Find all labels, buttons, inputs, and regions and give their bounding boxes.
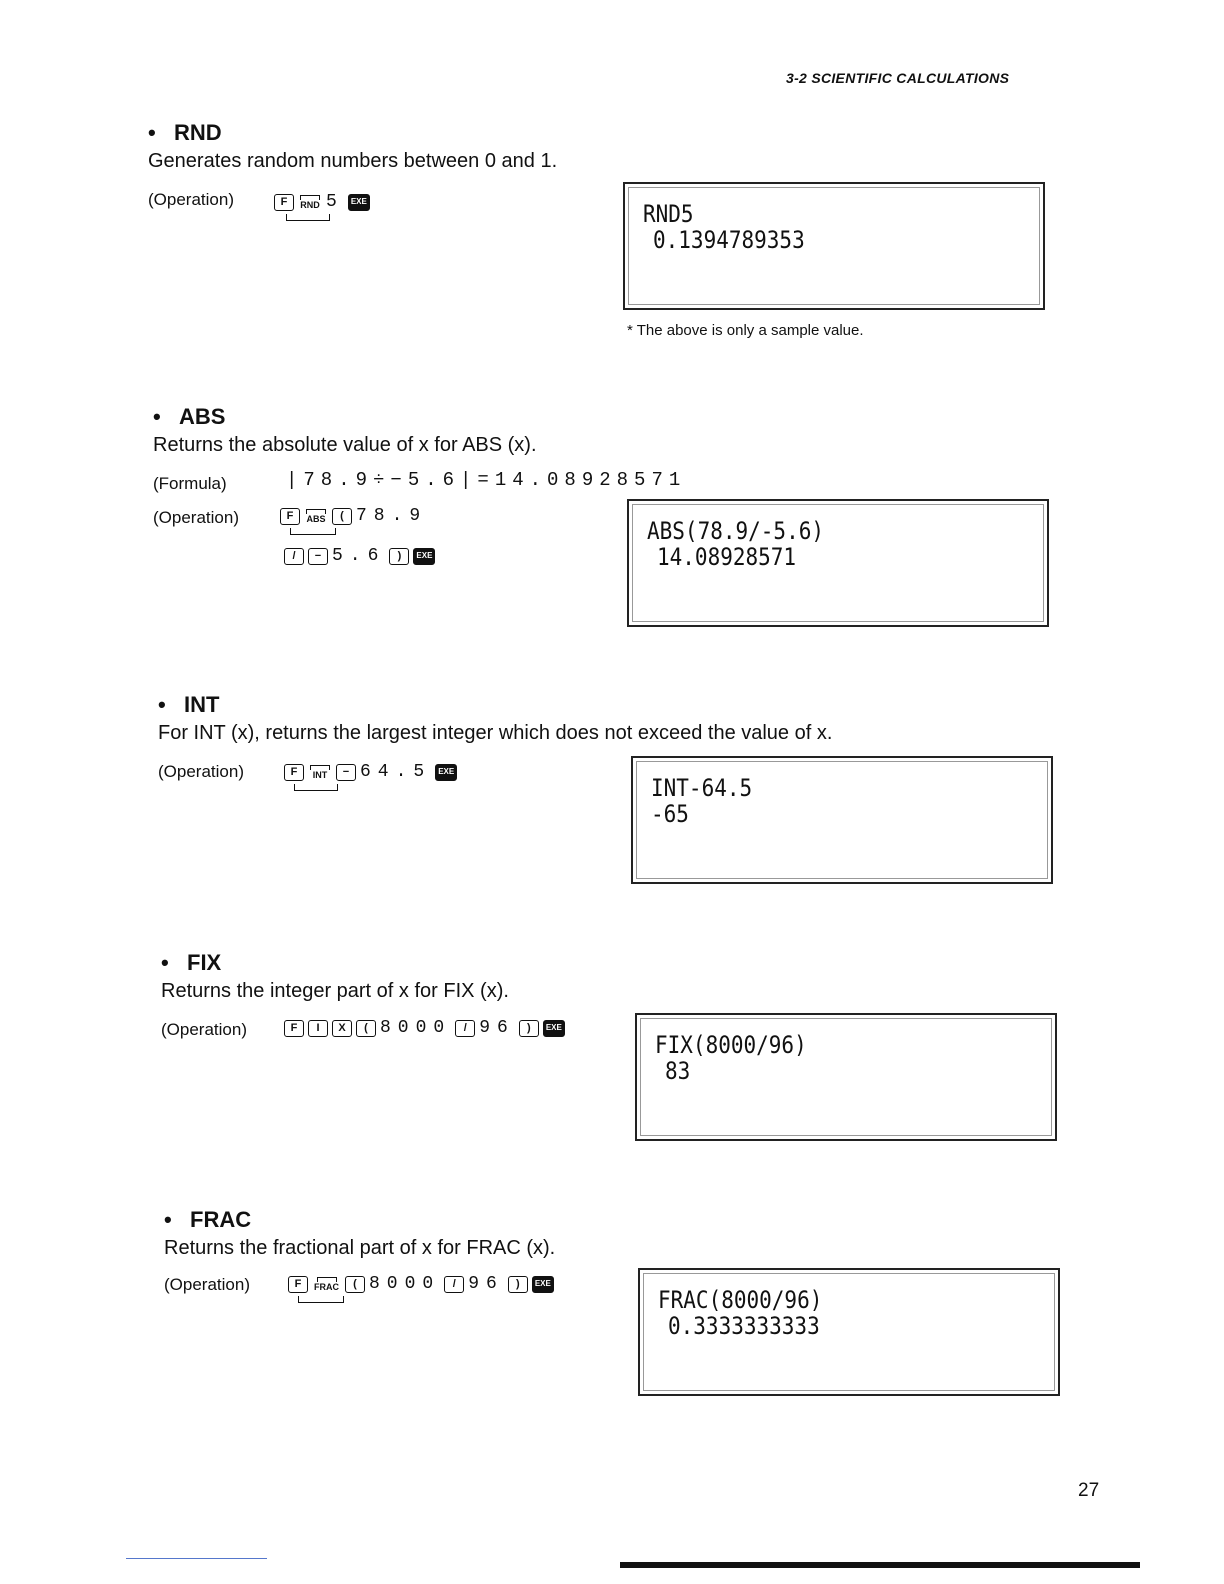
frac-description: Returns the fractional part of x for FRA… bbox=[164, 1237, 556, 1259]
fix-operation-label: (Operation) bbox=[161, 1020, 247, 1039]
bullet: • bbox=[148, 120, 156, 145]
section-title-rnd: • RND bbox=[148, 120, 222, 146]
fix-key-sequence: F I X ( 8000 / 96 ) EXE bbox=[284, 1018, 565, 1038]
key-digits: 78.9 bbox=[356, 506, 428, 526]
abs-display: ABS(78.9/-5.6) 14.08928571 bbox=[627, 499, 1049, 627]
open-paren-key: ( bbox=[345, 1275, 365, 1293]
section-title-int: • INT bbox=[158, 692, 219, 718]
display-line-1: INT-64.5 bbox=[651, 774, 753, 802]
display-line-2: 83 bbox=[665, 1057, 691, 1085]
display-line-2: 0.1394789353 bbox=[653, 226, 805, 254]
key-bracket bbox=[294, 784, 338, 791]
title-text: FIX bbox=[187, 950, 222, 975]
fix-description: Returns the integer part of x for FIX (x… bbox=[161, 980, 509, 1002]
divide-key: / bbox=[455, 1019, 476, 1037]
section-title-frac: • FRAC bbox=[164, 1207, 251, 1233]
int-display: INT-64.5 -65 bbox=[631, 756, 1053, 884]
int-operation-label: (Operation) bbox=[158, 762, 244, 781]
frac-shift-label: FRAC bbox=[314, 1277, 339, 1292]
abs-key-sequence-1: F ABS ( 78.9 bbox=[280, 506, 427, 526]
close-paren-key: ) bbox=[507, 1275, 528, 1293]
frac-display: FRAC(8000/96) 0.3333333333 bbox=[638, 1268, 1060, 1396]
frac-key-sequence: F FRAC ( 8000 / 96 ) EXE bbox=[288, 1274, 554, 1294]
key-bracket bbox=[290, 528, 336, 535]
bullet: • bbox=[153, 404, 161, 429]
section-title-abs: • ABS bbox=[153, 404, 225, 430]
key-digits: 5 bbox=[326, 192, 344, 212]
rnd-description: Generates random numbers between 0 and 1… bbox=[148, 150, 558, 172]
display-line-2: 14.08928571 bbox=[657, 543, 797, 571]
exe-key: EXE bbox=[435, 763, 458, 781]
key-digits: 96 bbox=[468, 1274, 504, 1294]
divide-key: / bbox=[444, 1275, 465, 1293]
f-key: F bbox=[288, 1275, 308, 1293]
key-digits: 8000 bbox=[369, 1274, 441, 1294]
exe-key: EXE bbox=[531, 1275, 554, 1293]
key-bracket bbox=[298, 1296, 344, 1303]
footer-rule-right bbox=[620, 1562, 1140, 1568]
fix-display: FIX(8000/96) 83 bbox=[635, 1013, 1057, 1141]
exe-key: EXE bbox=[542, 1019, 565, 1037]
key-digits: 8000 bbox=[380, 1018, 452, 1038]
f-key: F bbox=[284, 1019, 304, 1037]
display-line-1: RND5 bbox=[643, 200, 694, 228]
f-key: F bbox=[274, 193, 294, 211]
title-text: INT bbox=[184, 692, 220, 717]
int-description: For INT (x), returns the largest integer… bbox=[158, 722, 833, 744]
bullet: • bbox=[158, 692, 166, 717]
abs-formula-label: (Formula) bbox=[153, 474, 227, 493]
i-key: I bbox=[308, 1019, 328, 1037]
abs-description: Returns the absolute value of x for ABS … bbox=[153, 434, 537, 456]
open-paren-key: ( bbox=[332, 507, 352, 525]
close-paren-key: ) bbox=[389, 547, 410, 565]
frac-operation-label: (Operation) bbox=[164, 1275, 250, 1294]
title-text: RND bbox=[174, 120, 222, 145]
exe-key: EXE bbox=[347, 193, 370, 211]
rnd-key-sequence: F RND 5 EXE bbox=[274, 192, 370, 212]
exe-key: EXE bbox=[413, 547, 436, 565]
close-paren-key: ) bbox=[518, 1019, 539, 1037]
bullet: • bbox=[161, 950, 169, 975]
display-line-2: 0.3333333333 bbox=[668, 1312, 820, 1340]
rnd-shift-label: RND bbox=[300, 195, 320, 210]
abs-key-sequence-2: / − 5.6 ) EXE bbox=[284, 546, 436, 566]
display-line-2: -65 bbox=[651, 800, 689, 828]
bullet: • bbox=[164, 1207, 172, 1232]
rnd-display: RND5 0.1394789353 bbox=[623, 182, 1045, 310]
abs-formula: |78.9÷−5.6|=14.08928571 bbox=[286, 469, 687, 491]
title-text: FRAC bbox=[190, 1207, 252, 1232]
int-key-sequence: F INT − 64.5 EXE bbox=[284, 762, 458, 782]
display-line-1: FRAC(8000/96) bbox=[658, 1286, 823, 1314]
divide-key: / bbox=[284, 547, 304, 565]
display-line-1: ABS(78.9/-5.6) bbox=[647, 517, 825, 545]
key-digits: 64.5 bbox=[360, 762, 432, 782]
title-text: ABS bbox=[179, 404, 226, 429]
f-key: F bbox=[280, 507, 300, 525]
page-number: 27 bbox=[1078, 1480, 1100, 1501]
display-line-1: FIX(8000/96) bbox=[655, 1031, 807, 1059]
x-key: X bbox=[332, 1019, 352, 1037]
abs-operation-label: (Operation) bbox=[153, 508, 239, 527]
open-paren-key: ( bbox=[356, 1019, 376, 1037]
footer-rule-left bbox=[126, 1558, 267, 1559]
abs-shift-label: ABS bbox=[306, 509, 326, 524]
minus-key: − bbox=[308, 547, 328, 565]
sample-value-note: * The above is only a sample value. bbox=[627, 322, 864, 339]
minus-key: − bbox=[336, 763, 356, 781]
key-digits: 96 bbox=[479, 1018, 515, 1038]
int-shift-label: INT bbox=[310, 765, 330, 780]
key-digits: 5.6 bbox=[332, 546, 386, 566]
running-header: 3-2 SCIENTIFIC CALCULATIONS bbox=[786, 70, 1010, 86]
f-key: F bbox=[284, 763, 304, 781]
rnd-operation-label: (Operation) bbox=[148, 190, 234, 209]
key-bracket bbox=[286, 214, 330, 221]
section-title-fix: • FIX bbox=[161, 950, 221, 976]
